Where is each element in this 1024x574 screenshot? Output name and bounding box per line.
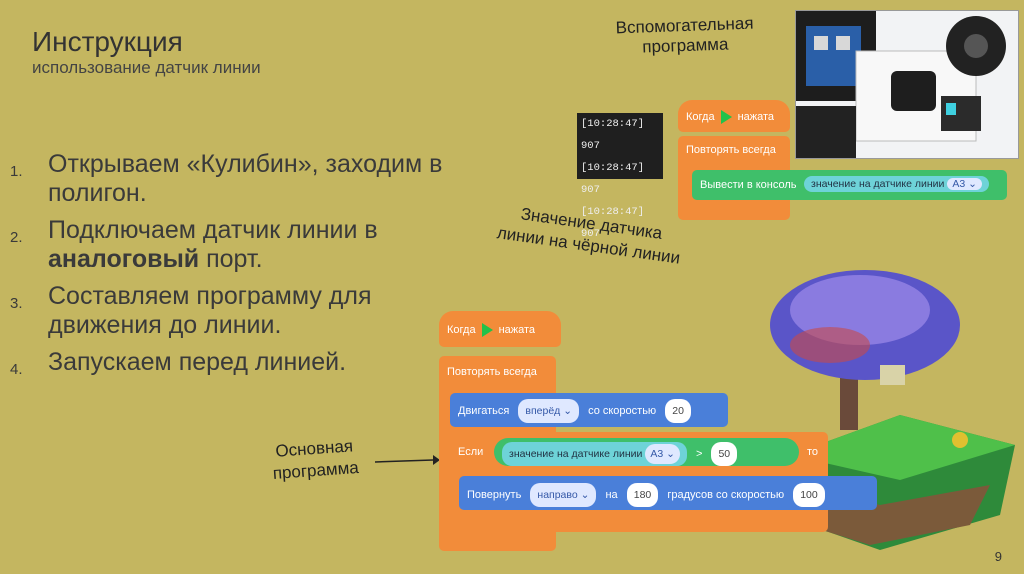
step-text-pre: Подключаем датчик линии в	[48, 216, 378, 244]
gt-symbol: >	[695, 448, 703, 460]
degrees-input[interactable]: 180	[626, 483, 659, 507]
aux-print-block[interactable]: Вывести в консоль значение на датчике ли…	[692, 170, 1007, 200]
green-flag-icon	[720, 110, 732, 124]
threshold-input[interactable]: 50	[711, 442, 738, 466]
aux-port-value: A3	[952, 178, 966, 190]
if-label: Если	[458, 446, 484, 458]
aux-program-label: Вспомогательная программа	[615, 13, 754, 57]
slide-subtitle: использование датчик линии	[32, 58, 261, 77]
aux-when-flag-block[interactable]: Когда нажата	[678, 100, 790, 132]
main-program-label: Основная программа	[272, 436, 360, 483]
steps-list: 1. Открываем «Кулибин», заходим в полигон…	[10, 150, 480, 385]
step-number: 1.	[10, 163, 23, 180]
aux-when-label: Когда	[686, 110, 715, 123]
aux-sensor-reporter[interactable]: значение на датчике линии A3 ⌄	[804, 176, 989, 192]
step-text: Открываем «Кулибин», заходим в полигон.	[48, 150, 443, 207]
console-line: [10:28:47] 907	[581, 118, 645, 152]
main-sensor-label: значение на датчике линии	[509, 448, 643, 460]
green-flag-icon	[481, 323, 493, 337]
direction-value: вперёд	[525, 405, 561, 417]
turn-speed-input[interactable]: 100	[793, 483, 825, 507]
console-line: [10:28:47] 907	[581, 162, 645, 196]
degrees-with-speed-label: градусов со скоростью	[667, 489, 785, 501]
step-number: 2.	[10, 229, 23, 246]
main-sensor-reporter[interactable]: значение на датчике линии A3 ⌄	[502, 442, 687, 466]
console-output: [10:28:47] 907 [10:28:47] 907 [10:28:47]…	[577, 113, 663, 240]
with-speed-label: со скоростью	[588, 405, 657, 417]
main-clicked-label: нажата	[498, 323, 536, 336]
direction-dropdown[interactable]: вперёд ⌄	[518, 399, 580, 423]
step-text: Запускаем перед линией.	[48, 348, 347, 376]
turn-direction-value: направо	[537, 489, 578, 501]
main-port-value: A3	[650, 448, 664, 460]
main-when-label: Когда	[447, 323, 476, 336]
step-item: 2. Подключаем датчик линии в аналоговый п…	[10, 216, 480, 274]
aux-clicked-label: нажата	[737, 110, 775, 123]
on-label: на	[605, 489, 618, 501]
move-block[interactable]: Двигаться вперёд ⌄ со скоростью 20	[450, 393, 728, 427]
aux-forever-label: Повторять всегда	[686, 144, 776, 156]
arrow-icon	[375, 455, 440, 465]
compare-operator[interactable]: значение на датчике линии A3 ⌄ > 50	[494, 438, 799, 466]
console-line: [10:28:47] 907	[581, 206, 645, 240]
step-text-post: порт.	[199, 245, 263, 273]
main-when-flag-block[interactable]: Когда нажата	[439, 311, 561, 347]
step-item: 1. Открываем «Кулибин», заходим в полигон…	[10, 150, 480, 208]
turn-direction-dropdown[interactable]: направо ⌄	[530, 483, 597, 507]
step-number: 3.	[10, 295, 23, 312]
step-text: Составляем программу для движения до лин…	[48, 282, 372, 339]
main-port-dropdown[interactable]: A3 ⌄	[645, 444, 680, 464]
slide-title: Инструкция	[32, 26, 183, 57]
aux-port-dropdown[interactable]: A3 ⌄	[947, 178, 982, 190]
page-number: 9	[994, 549, 1002, 564]
turn-block[interactable]: Повернуть направо ⌄ на 180 градусов со с…	[459, 476, 877, 510]
speed-input[interactable]: 20	[665, 399, 691, 423]
robot-illustration	[796, 11, 1018, 158]
robot-photo	[795, 10, 1019, 159]
aux-print-label: Вывести в консоль	[700, 179, 797, 191]
step-number: 4.	[10, 361, 23, 378]
main-forever-label: Повторять всегда	[447, 366, 537, 378]
move-label: Двигаться	[458, 405, 510, 417]
then-label: то	[807, 446, 819, 458]
voxel-tree-island-image	[770, 270, 1015, 550]
turn-label: Повернуть	[467, 489, 522, 501]
aux-sensor-label: значение на датчике линии	[811, 178, 945, 190]
step-item: 4. Запускаем перед линией.	[10, 348, 480, 378]
step-text-bold: аналоговый	[48, 245, 200, 273]
step-item: 3. Составляем программу для движения до л…	[10, 282, 480, 340]
